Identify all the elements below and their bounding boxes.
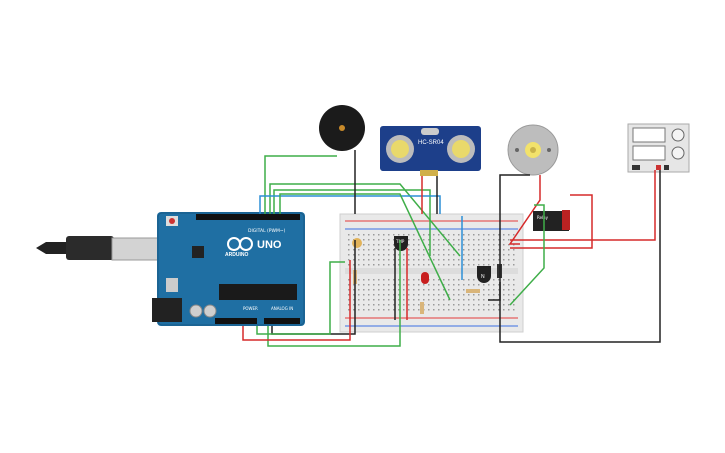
power-header[interactable] bbox=[215, 318, 257, 324]
resistor-3[interactable] bbox=[466, 289, 480, 293]
model-text: UNO bbox=[257, 239, 282, 251]
capacitor-2 bbox=[203, 304, 217, 318]
power-supply-icon[interactable] bbox=[627, 123, 690, 173]
regulator bbox=[166, 278, 178, 292]
reset-icon bbox=[169, 218, 175, 224]
digital-header[interactable] bbox=[196, 214, 300, 220]
capacitor-1 bbox=[189, 304, 203, 318]
power-jack[interactable] bbox=[152, 298, 182, 322]
motor-icon[interactable] bbox=[507, 124, 559, 176]
usb-chip bbox=[192, 246, 204, 258]
atmega-chip bbox=[219, 284, 297, 300]
arduino-uno-board[interactable]: DIGITAL (PWM~) ARDUINO UNO POWER ANALOG … bbox=[152, 212, 305, 326]
digital-header-label: DIGITAL (PWM~) bbox=[248, 228, 286, 234]
arduino-logo-icon bbox=[227, 237, 253, 251]
analog-header[interactable] bbox=[264, 318, 300, 324]
brand-text: ARDUINO bbox=[225, 252, 248, 258]
breadboard[interactable] bbox=[339, 213, 524, 333]
buzzer-icon[interactable] bbox=[319, 105, 365, 151]
ultrasonic-sensor[interactable]: HC-SR04 bbox=[380, 126, 481, 176]
resistor-2[interactable] bbox=[420, 302, 424, 314]
wires[interactable] bbox=[242, 150, 661, 347]
temperature-sensor[interactable]: TMP bbox=[394, 236, 408, 251]
relay-module[interactable]: Relay bbox=[533, 210, 570, 231]
usb-cable-icon[interactable] bbox=[36, 236, 159, 261]
sensor-label: HC-SR04 bbox=[418, 140, 444, 146]
transistor[interactable]: N bbox=[477, 266, 491, 283]
analog-header-label: ANALOG IN bbox=[271, 306, 293, 311]
relay-label: Relay bbox=[537, 215, 549, 220]
transistor-label: N bbox=[481, 274, 485, 280]
led-red[interactable] bbox=[421, 272, 429, 284]
power-header-label: POWER bbox=[243, 306, 258, 311]
photoresistor[interactable] bbox=[352, 238, 362, 248]
